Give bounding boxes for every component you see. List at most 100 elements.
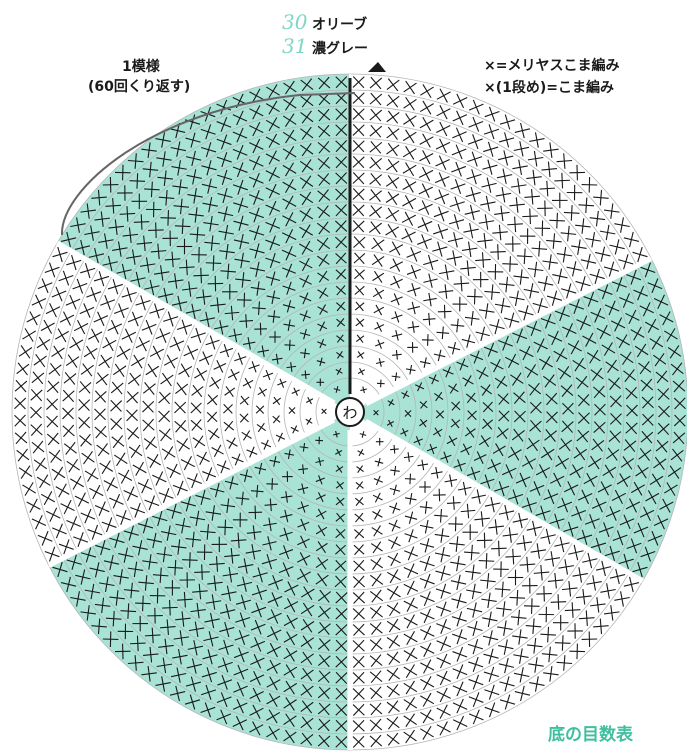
stitch-mark (279, 527, 293, 541)
stitch-mark (232, 512, 248, 528)
stitch-mark (436, 704, 451, 719)
stitch-mark (164, 251, 181, 268)
stitch-mark (142, 161, 159, 178)
stitch-mark (402, 162, 417, 177)
stitch-mark (46, 415, 59, 428)
stitch-mark (190, 419, 203, 431)
stitch-mark (456, 358, 469, 371)
stitch-mark (352, 156, 365, 169)
stitch-mark (390, 275, 403, 289)
stitch-mark (265, 235, 281, 251)
stitch-mark (626, 404, 638, 417)
stitch-mark (609, 395, 622, 408)
stitch-mark (22, 328, 37, 342)
stitch-mark (406, 247, 422, 262)
stitch-mark (355, 481, 364, 490)
stitch-mark (62, 407, 74, 420)
stitch-mark (470, 350, 484, 364)
stitch-mark (317, 702, 331, 716)
stitch-mark (279, 545, 294, 560)
stitch-mark (335, 156, 348, 169)
stitch-mark (196, 289, 212, 305)
stitch-mark (335, 465, 344, 473)
stitch-mark (475, 326, 490, 341)
stitch-mark (31, 514, 47, 530)
stitch-mark (79, 433, 92, 447)
stitch-mark (201, 160, 217, 176)
stitch-mark (419, 418, 428, 428)
stitch-mark (113, 569, 129, 585)
stitch-mark (543, 489, 559, 505)
stitch-mark (167, 559, 184, 576)
stitch-mark (385, 191, 400, 205)
stitch-mark (468, 709, 484, 725)
stitch-mark (446, 435, 458, 447)
stitch-mark (265, 183, 280, 199)
stitch-key-line-1: ×=メリヤスこま編み (484, 58, 620, 74)
stitch-mark (300, 586, 315, 600)
stitch-mark (300, 667, 314, 682)
stitch-mark (202, 649, 218, 665)
stitch-mark (467, 134, 483, 150)
stitch-mark (187, 473, 202, 489)
stitch-mark (316, 237, 331, 251)
stitch-mark (217, 657, 233, 673)
stitch-mark (625, 386, 638, 400)
stitch-mark (45, 302, 61, 318)
stitch-mark (545, 411, 558, 424)
stitch-mark (403, 614, 418, 629)
stitch-mark (604, 203, 620, 219)
stitch-mark (91, 618, 107, 635)
stitch-mark (235, 594, 252, 610)
stitch-mark (186, 169, 202, 185)
stitch-mark (644, 318, 660, 333)
stitch-mark (589, 210, 606, 227)
stitch-mark (157, 287, 174, 304)
stitch-mark (291, 387, 300, 396)
stitch-mark (522, 208, 538, 225)
stitch-mark (448, 214, 465, 230)
stitch-mark (573, 446, 588, 461)
stitch-mark (569, 464, 584, 479)
stitch-mark (655, 439, 669, 453)
stitch-mark (569, 164, 585, 181)
stitch-mark (262, 369, 274, 381)
stitch-mark (152, 567, 169, 584)
stitch-mark (373, 409, 379, 416)
stitch-mark (266, 692, 281, 708)
stitch-mark (249, 721, 264, 736)
stitch-mark (118, 547, 134, 563)
stitch-mark (436, 653, 452, 669)
stitch-mark (450, 555, 466, 572)
stitch-mark (450, 318, 465, 333)
stitch-mark (549, 513, 565, 529)
stitch-mark (609, 412, 622, 426)
stitch-mark (160, 619, 176, 635)
stitch-mark (336, 334, 345, 343)
stitch-mark (269, 456, 281, 467)
stitch-mark (266, 478, 279, 490)
stitch-mark (415, 382, 425, 392)
stitch-mark (616, 473, 631, 488)
stitch-mark (355, 318, 365, 327)
stitch-mark (217, 206, 234, 222)
stitch-mark (640, 546, 656, 562)
stitch-mark (571, 505, 587, 521)
stitch-mark (265, 133, 280, 148)
stitch-mark (352, 204, 365, 217)
stitch-mark (402, 145, 417, 160)
stitch-mark (84, 468, 99, 482)
stitch-mark (541, 646, 558, 663)
stitch-mark (121, 287, 137, 303)
stitch-mark (248, 505, 263, 520)
stitch-mark (282, 129, 297, 144)
stitch-mark (547, 330, 563, 346)
stitch-mark (248, 190, 264, 205)
stitch-mark (556, 655, 573, 671)
stitch-mark (638, 361, 652, 375)
stitch-mark (419, 608, 435, 624)
stitch-mark (561, 283, 577, 299)
stitch-mark (401, 228, 416, 243)
stitch-mark (480, 474, 495, 489)
stitch-mark (578, 197, 595, 214)
